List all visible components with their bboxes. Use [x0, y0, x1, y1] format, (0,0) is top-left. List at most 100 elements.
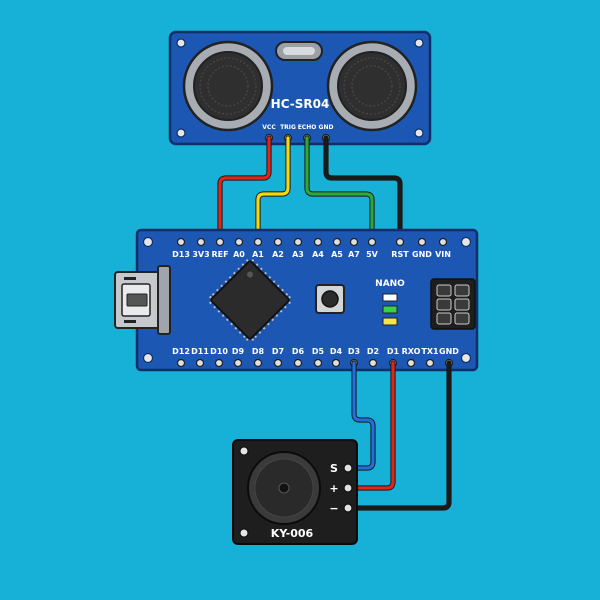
transducer-left [182, 40, 274, 132]
led-green [382, 305, 398, 314]
buzzer-pin-plus[interactable] [343, 483, 353, 493]
mount-hole [460, 352, 472, 364]
mount-hole [142, 352, 154, 364]
pin-label: REF [211, 250, 228, 259]
pin-d13[interactable] [176, 237, 186, 247]
top-pin-labels: D13 3V3 REF A0 A1 A2 A3 A4 A5 A7 5V RST … [172, 250, 451, 259]
mount-hole [239, 528, 249, 538]
microcontroller-chip [208, 258, 292, 342]
buzzer-pin-label-plus: + [329, 482, 338, 495]
pin-label: A4 [312, 250, 324, 259]
pin-gnd-top[interactable] [417, 237, 427, 247]
pin-d5[interactable] [313, 358, 323, 368]
pin-label: RST [391, 250, 409, 259]
pin-rst[interactable] [395, 237, 405, 247]
wire-vcc-to-ref[interactable] [217, 135, 272, 243]
pin-label: D12 [172, 347, 190, 356]
pin-a0[interactable] [234, 237, 244, 247]
pin-label: D10 [210, 347, 228, 356]
led-yellow [382, 317, 398, 326]
pin-label: A7 [348, 250, 360, 259]
pin-d10[interactable] [214, 358, 224, 368]
pin-label: D2 [367, 347, 379, 356]
pin-a3[interactable] [293, 237, 303, 247]
pin-a1[interactable] [253, 237, 263, 247]
sensor-pin-label-trig: TRIG [280, 124, 296, 131]
mount-hole [176, 128, 186, 138]
pin-5v[interactable] [367, 237, 377, 247]
pin-d12[interactable] [176, 358, 186, 368]
pin-label: 3V3 [192, 250, 209, 259]
crystal-highlight [283, 47, 315, 55]
buzzer-pin-label-minus: − [329, 502, 338, 515]
pin-label: GND [412, 250, 432, 259]
mount-hole [414, 128, 424, 138]
pin-label: D1 [387, 347, 400, 356]
mount-hole [239, 446, 249, 456]
usb-connector [114, 265, 171, 335]
wire-echo-to-5v[interactable] [304, 135, 375, 243]
pin-3v3[interactable] [196, 237, 206, 247]
pin-label: D7 [272, 347, 284, 356]
pin-d4[interactable] [331, 358, 341, 368]
pin-d2[interactable] [368, 358, 378, 368]
hc-sr04-module: HC-SR04 VCC TRIG ECHO GND [168, 30, 432, 146]
pin-d6[interactable] [293, 358, 303, 368]
pin-a7[interactable] [349, 237, 359, 247]
pin-tx1[interactable] [425, 358, 435, 368]
mount-hole [176, 38, 186, 48]
pin-label: A0 [233, 250, 245, 259]
pin-label: A2 [272, 250, 284, 259]
pin-label: GND [439, 347, 459, 356]
sensor-pin-label-echo: ECHO [298, 124, 317, 131]
bottom-pin-header [176, 358, 454, 368]
pin-label: D8 [252, 347, 265, 356]
transducer-right [326, 40, 418, 132]
pin-label: D11 [191, 347, 209, 356]
pin-label: D13 [172, 250, 190, 259]
pin-a4[interactable] [313, 237, 323, 247]
pin-rxo[interactable] [406, 358, 416, 368]
buzzer-pin-label-signal: S [330, 462, 338, 475]
buzzer-pin-signal[interactable] [343, 463, 353, 473]
pin-label: RXO [402, 347, 421, 356]
pin-label: D3 [348, 347, 360, 356]
wire-gnd-to-rst[interactable] [323, 135, 403, 243]
pin-a5[interactable] [332, 237, 342, 247]
pin-d7[interactable] [273, 358, 283, 368]
pin-label: A1 [252, 250, 264, 259]
buzzer-icon [247, 451, 321, 525]
pin-label: D5 [312, 347, 325, 356]
mount-hole [142, 236, 154, 248]
pin-d11[interactable] [195, 358, 205, 368]
wire-trig-to-a1[interactable] [255, 135, 291, 243]
pin-ref[interactable] [215, 237, 225, 247]
pin-label: 5V [366, 250, 379, 259]
mount-hole [460, 236, 472, 248]
buzzer-title: KY-006 [271, 527, 314, 540]
pin-label: D4 [330, 347, 343, 356]
wire-d3-to-signal[interactable] [346, 360, 376, 471]
pin-a2[interactable] [273, 237, 283, 247]
wire-gnd-to-minus[interactable] [346, 360, 452, 511]
pin-label: D9 [232, 347, 245, 356]
ky-006-module: S + − KY-006 [232, 439, 358, 545]
wire-d1-to-plus[interactable] [346, 360, 396, 491]
pin-d9[interactable] [233, 358, 243, 368]
pin-label: D6 [292, 347, 305, 356]
buzzer-pin-minus[interactable] [343, 503, 353, 513]
pin-vin[interactable] [438, 237, 448, 247]
sensor-pin-label-gnd: GND [319, 124, 334, 131]
bottom-pin-labels: D12 D11 D10 D9 D8 D7 D6 D5 D4 D3 D2 D1 R… [172, 347, 459, 356]
arduino-nano-board: D13 3V3 REF A0 A1 A2 A3 A4 A5 A7 5V RST … [114, 228, 479, 372]
board-name: NANO [375, 279, 405, 289]
sensor-pin-label-vcc: VCC [262, 124, 276, 131]
reset-button[interactable] [315, 284, 345, 314]
icsp-header [430, 278, 476, 330]
pin-label: VIN [435, 250, 451, 259]
pin-label: TX1 [421, 347, 439, 356]
pin-d8[interactable] [253, 358, 263, 368]
pin-label: A5 [331, 250, 343, 259]
mount-hole [414, 38, 424, 48]
